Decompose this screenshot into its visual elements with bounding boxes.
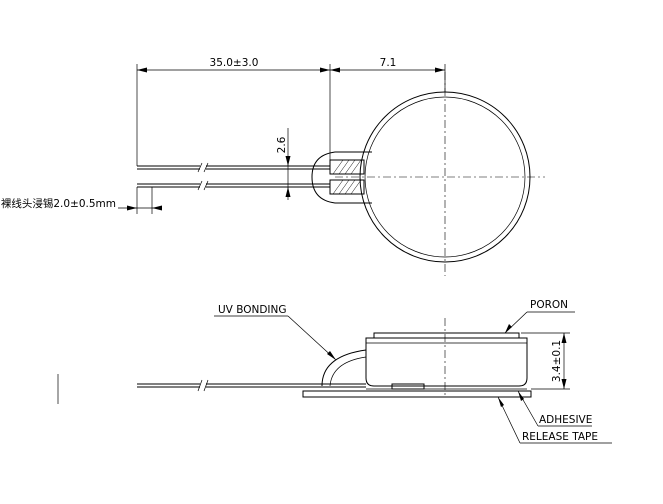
top-view: 35.0±3.0 7.1 2.6 裸线头浸锡2.0±0.5mm (1, 57, 545, 276)
arrow-adhesive (518, 391, 524, 401)
solder-pad-bottom (329, 179, 365, 195)
arrow-poron (505, 324, 512, 333)
dim-height-label: 3.4±0.1 (551, 340, 563, 382)
arrow-right (435, 67, 445, 73)
solder-pad-outline (311, 151, 372, 204)
arrow-tin-right (152, 205, 162, 211)
arrow-uv (327, 351, 336, 360)
label-release-tape: RELEASE TAPE (522, 431, 598, 443)
dim-spacing-label: 2.6 (276, 136, 288, 153)
side-view: UV BONDING PORON 3.4±0.1 ADHESIVE RELEAS… (137, 299, 612, 444)
uv-bonding-dome (321, 349, 367, 387)
label-adhesive: ADHESIVE (539, 414, 592, 426)
poron-layer (373, 332, 520, 339)
break-mark-bottom (197, 180, 209, 191)
label-poron: PORON (530, 299, 568, 311)
solder-pad-top (329, 159, 365, 175)
arrow-mid-right (330, 67, 340, 73)
arrow-left (137, 67, 147, 73)
arrow-tin-left (127, 205, 137, 211)
motor-inner-circle (364, 96, 526, 258)
leader-uv-bonding-2 (287, 315, 337, 361)
break-mark-top (197, 162, 209, 173)
arrow-height-bot (561, 379, 567, 389)
arrow-mid-left (320, 67, 330, 73)
arrow-release-tape (498, 397, 504, 407)
arrow-spacing-top (285, 156, 291, 166)
dim-offset-label: 7.1 (380, 57, 397, 69)
release-tape (302, 390, 532, 398)
solder-pad-hatching (332, 159, 362, 195)
dim-lead-length-label: 35.0±3.0 (210, 57, 259, 69)
side-break-mark (197, 379, 209, 392)
note-tinned-lead: 裸线头浸锡2.0±0.5mm (1, 197, 116, 210)
arrow-spacing-bot (285, 187, 291, 197)
motor-body (365, 337, 528, 387)
uv-bonding-dome-inner (329, 356, 367, 387)
arrow-height-top (561, 333, 567, 343)
label-uv-bonding: UV BONDING (218, 304, 287, 316)
